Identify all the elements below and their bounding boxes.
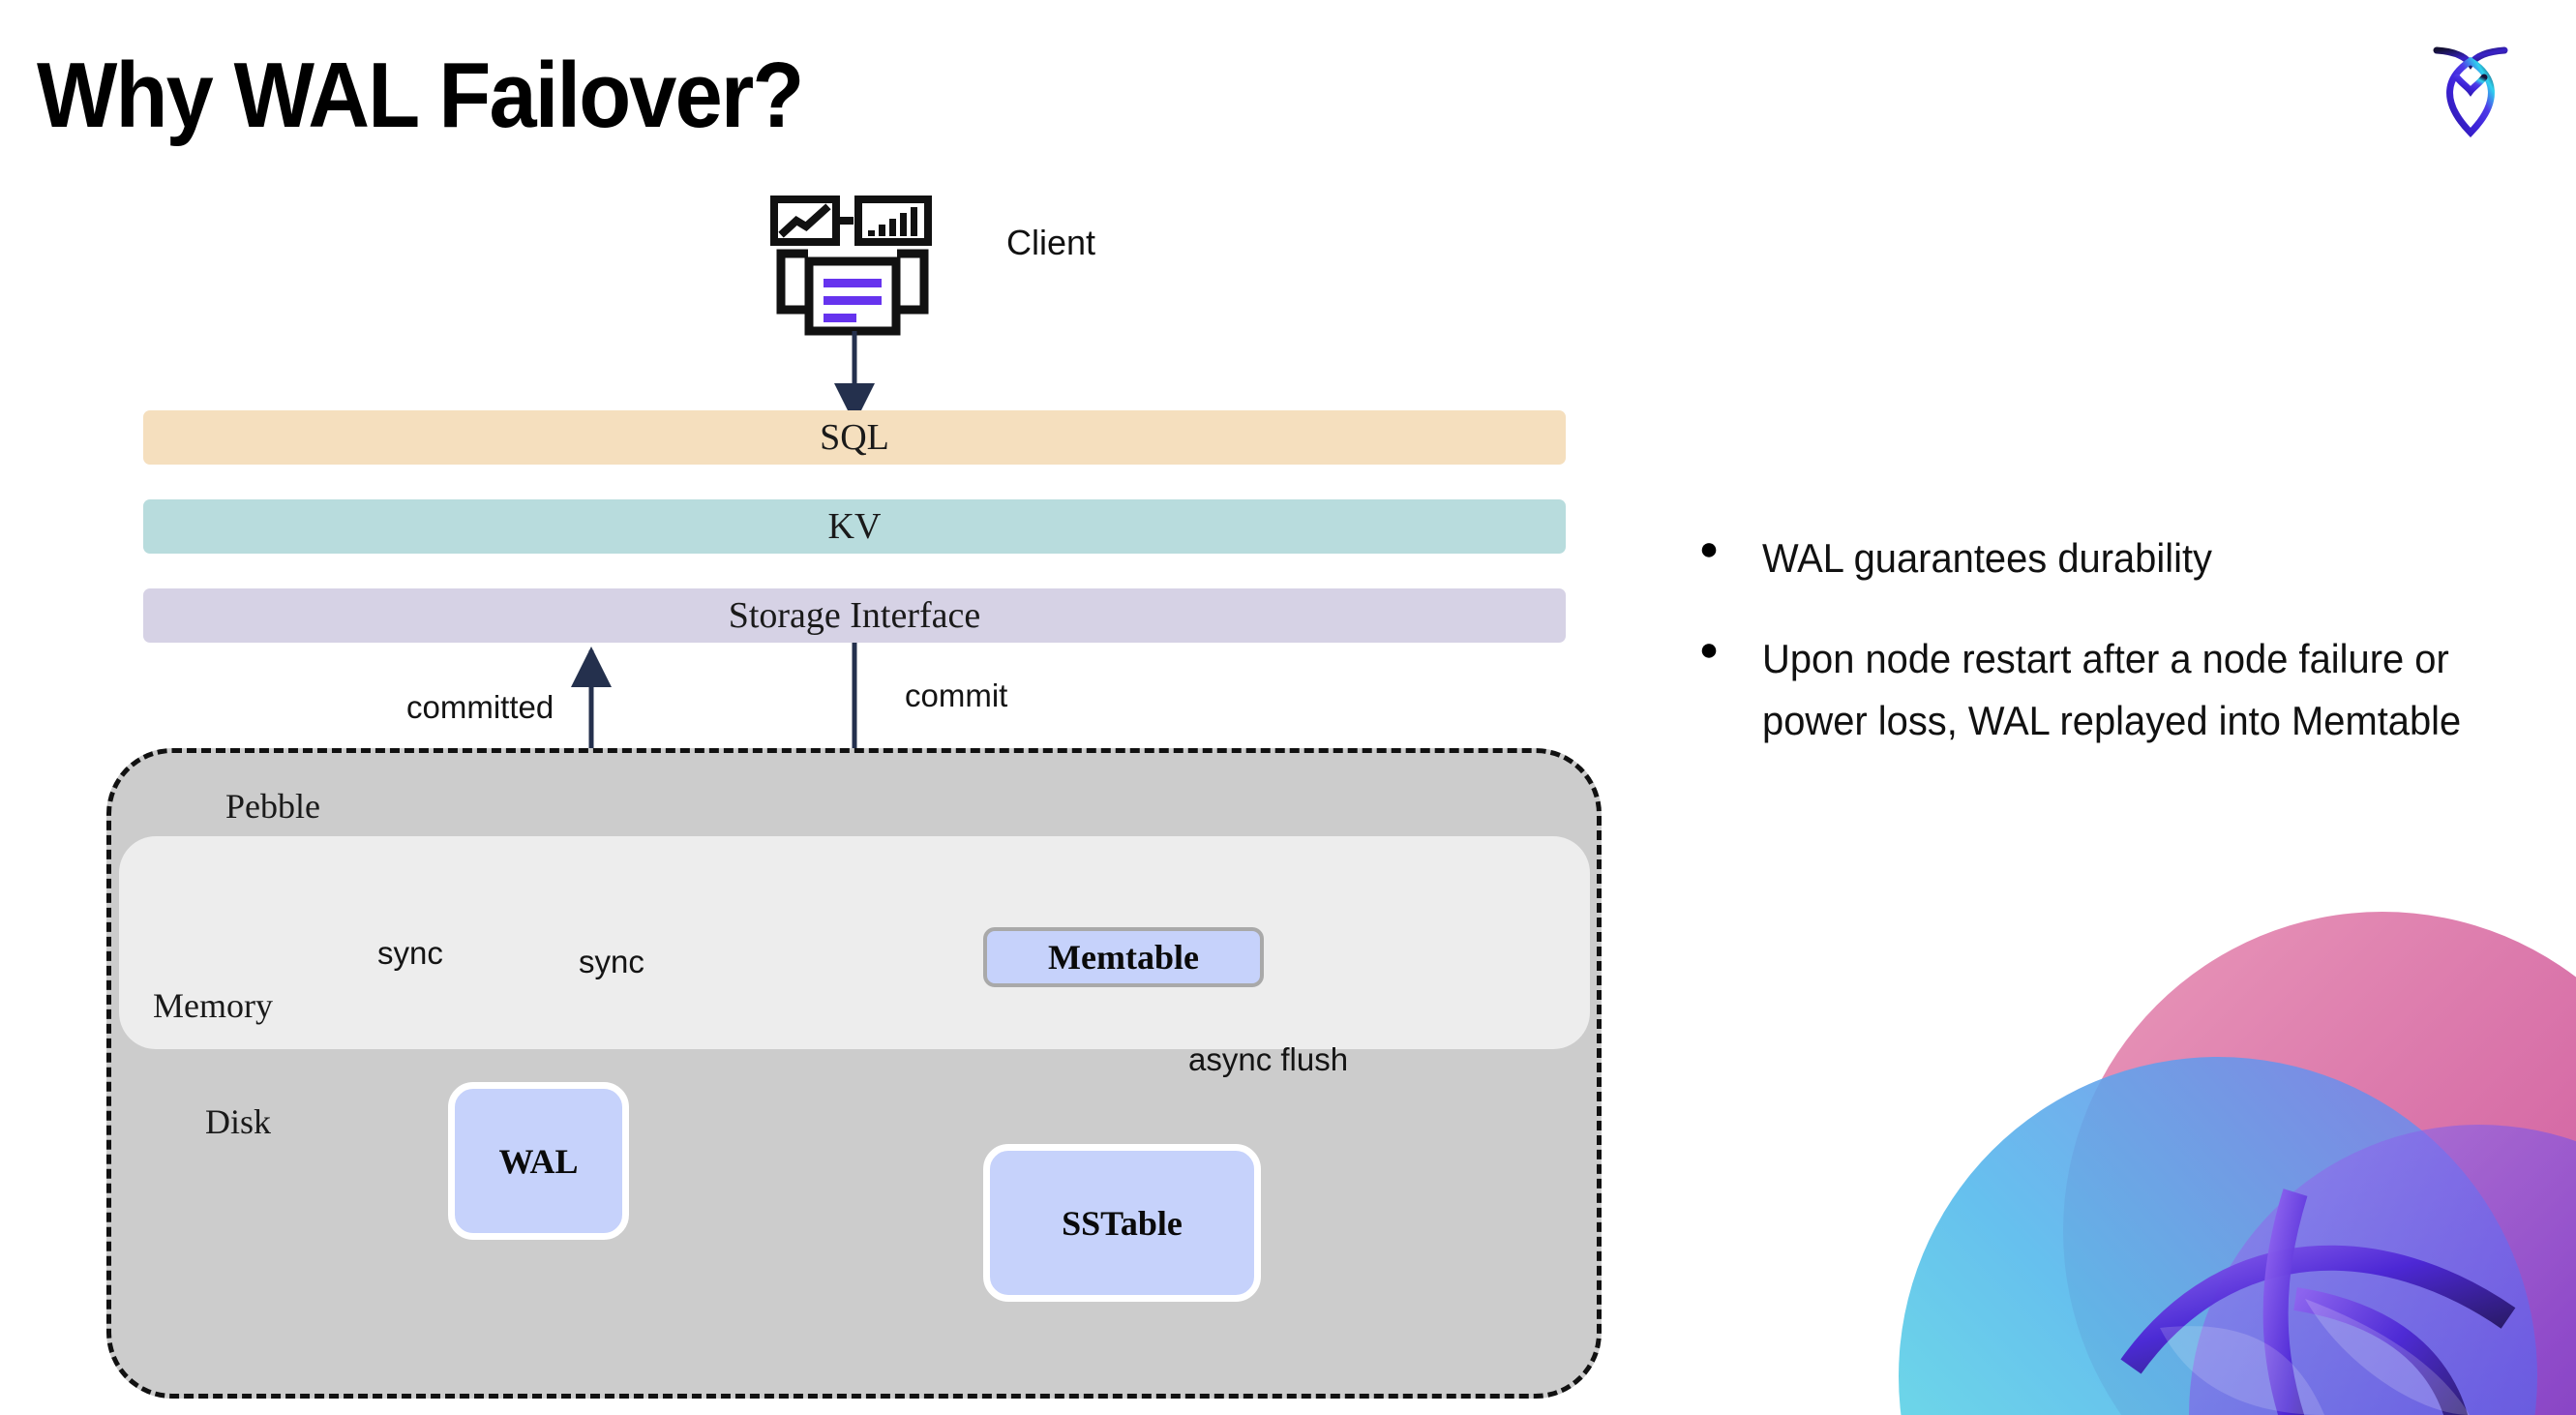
bullet-marker-icon: ● <box>1698 530 1720 567</box>
memory-label: Memory <box>153 986 273 1025</box>
node-memtable[interactable]: Memtable <box>983 927 1264 987</box>
node-wal-label: WAL <box>498 1141 579 1181</box>
node-sstable[interactable]: SSTable <box>983 1144 1261 1302</box>
layer-bar-kv: KV <box>143 499 1566 554</box>
layer-label-kv: KV <box>827 506 882 547</box>
layer-label-storage-interface: Storage Interface <box>728 595 981 636</box>
layer-bar-sql: SQL <box>143 410 1566 465</box>
bullet-list: ● WAL guarantees durability ● Upon node … <box>1698 527 2501 791</box>
page-title: Why WAL Failover? <box>37 44 804 147</box>
edge-label-commit: commit <box>905 677 1008 713</box>
edge-label-async-flush: async flush <box>1188 1041 1349 1077</box>
cockroachdb-logo-icon <box>2410 31 2531 153</box>
edge-label-sync-left: sync <box>377 935 443 971</box>
pebble-label: Pebble <box>225 787 320 826</box>
memory-zone <box>119 836 1590 1049</box>
node-sstable-label: SSTable <box>1062 1203 1183 1243</box>
client-label: Client <box>1006 223 1096 262</box>
list-item: ● WAL guarantees durability <box>1698 527 2501 589</box>
disk-label: Disk <box>205 1102 272 1141</box>
bullet-text: WAL guarantees durability <box>1762 535 2213 581</box>
node-wal[interactable]: WAL <box>448 1082 629 1240</box>
node-memtable-label: Memtable <box>1048 938 1199 977</box>
list-item: ● Upon node restart after a node failure… <box>1698 628 2501 752</box>
edge-label-committed: committed <box>406 689 554 725</box>
edge-label-sync-right: sync <box>579 944 644 979</box>
bullet-text: Upon node restart after a node failure o… <box>1762 636 2462 743</box>
client-monitor-icon <box>769 194 936 341</box>
abstract-circles-decoration <box>1841 912 2576 1415</box>
bullet-marker-icon: ● <box>1698 631 1720 668</box>
layer-bar-storage-interface: Storage Interface <box>143 588 1566 643</box>
layer-label-sql: SQL <box>820 417 889 458</box>
